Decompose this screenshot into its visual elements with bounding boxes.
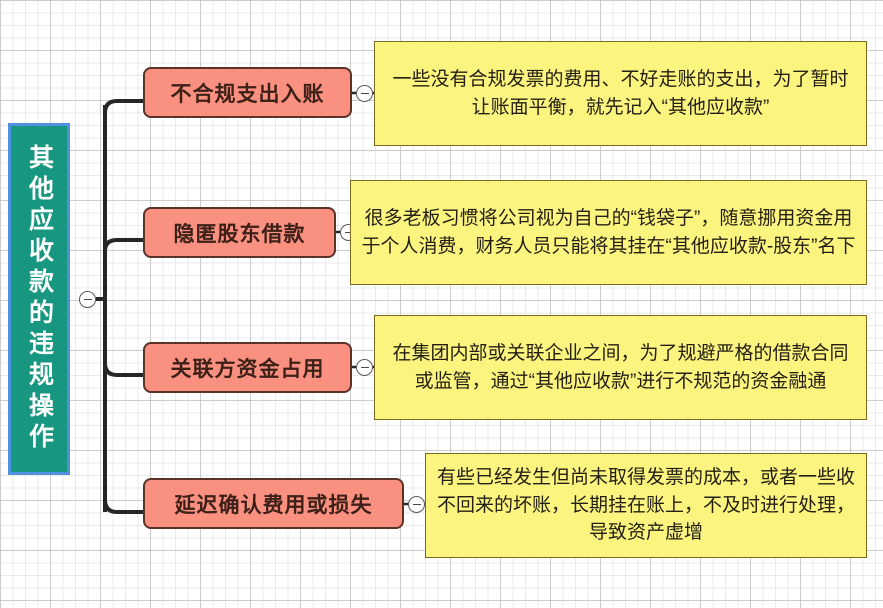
leaf-node-4-text: 有些已经发生但尚未取得发票的成本，或者一些收不回来的坏账，长期挂在账上，不及时进… — [436, 467, 855, 544]
branch-node-2[interactable]: 隐匿股东借款 — [143, 207, 336, 258]
branch-4-collapse-toggle[interactable] — [408, 496, 425, 513]
branch-node-4[interactable]: 延迟确认费用或损失 — [143, 478, 404, 529]
leaf-node-1-text: 一些没有合规发票的费用、不好走账的支出，为了暂时让账面平衡，就先记入“其他应收款… — [392, 68, 849, 118]
branch-1-collapse-toggle[interactable] — [356, 85, 373, 102]
root-node-label: 其他应收款的违规操作 — [25, 144, 54, 454]
leaf-node-2-text: 很多老板习惯将公司视为自己的“钱袋子”，随意挪用资金用于个人消费，财务人员只能将… — [361, 207, 856, 257]
root-collapse-toggle[interactable] — [79, 291, 96, 308]
branch-node-3[interactable]: 关联方资金占用 — [143, 342, 352, 393]
branch-node-1[interactable]: 不合规支出入账 — [143, 67, 352, 118]
leaf-node-3-text: 在集团内部或关联企业之间，为了规避严格的借款合同或监管，通过“其他应收款”进行不… — [392, 342, 849, 392]
leaf-node-2[interactable]: 很多老板习惯将公司视为自己的“钱袋子”，随意挪用资金用于个人消费，财务人员只能将… — [350, 180, 867, 285]
leaf-node-1[interactable]: 一些没有合规发票的费用、不好走账的支出，为了暂时让账面平衡，就先记入“其他应收款… — [374, 41, 867, 146]
leaf-node-4[interactable]: 有些已经发生但尚未取得发票的成本，或者一些收不回来的坏账，长期挂在账上，不及时进… — [425, 453, 867, 558]
root-node[interactable]: 其他应收款的违规操作 — [8, 123, 70, 475]
branch-3-collapse-toggle[interactable] — [356, 359, 373, 376]
leaf-node-3[interactable]: 在集团内部或关联企业之间，为了规避严格的借款合同或监管，通过“其他应收款”进行不… — [374, 315, 867, 420]
